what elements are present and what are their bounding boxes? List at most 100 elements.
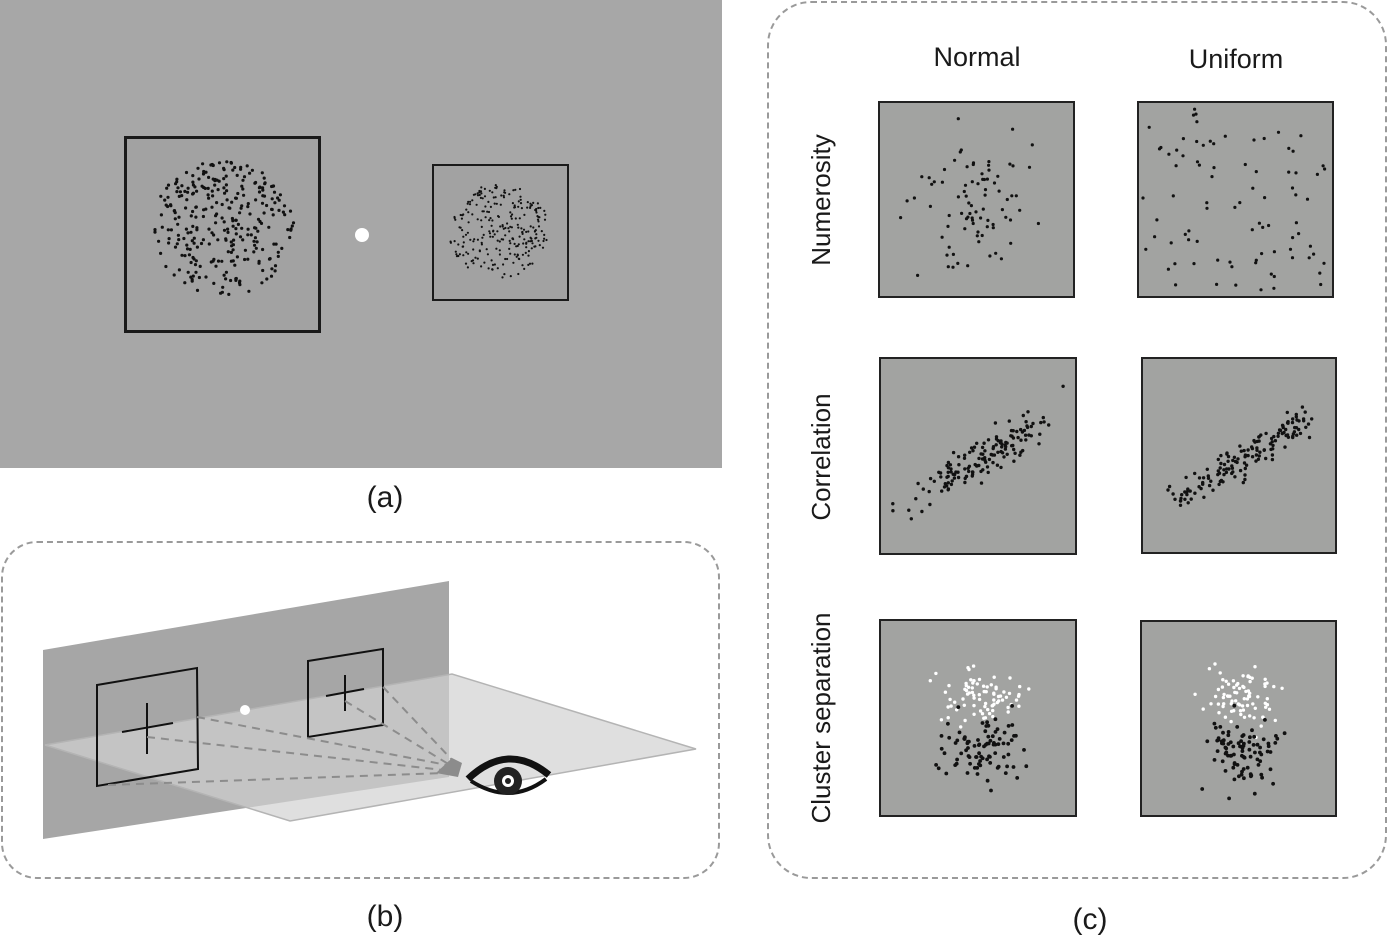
scatter-dot bbox=[946, 716, 950, 720]
scatter-dot bbox=[283, 213, 287, 217]
scatter-dot bbox=[963, 718, 967, 723]
scatter-dot bbox=[1193, 107, 1197, 111]
scatter-dot bbox=[1236, 741, 1241, 746]
scatter-dot bbox=[289, 228, 293, 232]
scatter-dot bbox=[271, 213, 275, 217]
scatter-dot bbox=[986, 734, 991, 739]
scatter-dot bbox=[1242, 776, 1246, 781]
scatter-dot bbox=[1216, 457, 1220, 462]
scatter-dot bbox=[980, 721, 985, 725]
scatter-dot bbox=[1213, 662, 1217, 666]
cluster-normal-dots bbox=[928, 664, 1031, 793]
scatter-dot bbox=[496, 230, 499, 233]
scatter-dot bbox=[453, 216, 456, 220]
crosshair-icon bbox=[325, 675, 365, 711]
scatter-dot bbox=[480, 241, 483, 244]
scatter-dot bbox=[197, 177, 201, 181]
scatter-dot bbox=[942, 167, 947, 172]
scatter-dot bbox=[1310, 417, 1314, 421]
caption-c: (c) bbox=[1072, 903, 1108, 936]
scatter-dot bbox=[1272, 250, 1276, 254]
scatter-dot bbox=[491, 191, 494, 194]
scatter-dot bbox=[978, 709, 983, 713]
scatter-dot bbox=[526, 206, 529, 209]
scatter-dot bbox=[499, 225, 502, 228]
scatter-dot bbox=[259, 221, 264, 225]
scatter-dot bbox=[253, 236, 257, 240]
scatter-dot bbox=[1312, 252, 1316, 256]
scatter-dot bbox=[975, 772, 980, 776]
scatter-dot bbox=[253, 226, 257, 230]
scatter-dot bbox=[182, 236, 186, 241]
scatter-dot bbox=[222, 220, 226, 224]
scatter-dot bbox=[480, 219, 483, 222]
scatter-dot bbox=[493, 263, 496, 266]
column-header-uniform: Uniform bbox=[1188, 44, 1284, 74]
scatter-dot bbox=[481, 197, 484, 200]
scatter-dot bbox=[977, 693, 981, 697]
scatter-dot bbox=[998, 441, 1003, 445]
scatter-dot bbox=[1246, 453, 1250, 458]
scatter-dot bbox=[467, 252, 470, 255]
scatter-dot bbox=[1276, 130, 1281, 134]
scatter-dot bbox=[1250, 228, 1254, 232]
scatter-dot bbox=[1223, 769, 1228, 773]
scatter-dot bbox=[1234, 699, 1238, 703]
scatter-dot bbox=[1025, 424, 1029, 428]
scatter-dot bbox=[1259, 772, 1264, 777]
scatter-dot bbox=[494, 196, 497, 199]
scatter-dot bbox=[963, 183, 968, 187]
scatter-dot bbox=[1171, 492, 1175, 496]
scatter-dot bbox=[224, 183, 228, 187]
scatter-dot bbox=[527, 263, 530, 266]
scatter-dot bbox=[224, 270, 228, 274]
scatter-dot bbox=[532, 201, 535, 204]
scatter-dot bbox=[946, 705, 950, 709]
scatter-dot bbox=[453, 240, 456, 243]
scatter-dot bbox=[246, 233, 250, 237]
scatter-dot bbox=[471, 213, 474, 216]
scatter-dot bbox=[988, 755, 992, 759]
scatter-dot bbox=[175, 190, 179, 194]
scatter-dot bbox=[535, 233, 538, 236]
scatter-dot bbox=[1234, 283, 1238, 287]
scatter-dot bbox=[1240, 769, 1244, 774]
scatter-dot bbox=[478, 193, 481, 197]
scatter-dot bbox=[484, 216, 487, 219]
scatter-dot bbox=[972, 679, 976, 683]
scatter-dot bbox=[513, 204, 516, 207]
scatter-dot bbox=[1283, 445, 1287, 449]
scatter-dot bbox=[166, 195, 170, 199]
scatter-dot bbox=[954, 470, 958, 474]
scatter-dot bbox=[1223, 745, 1228, 750]
scatter-dot bbox=[1004, 695, 1009, 699]
scatter-dot bbox=[1247, 747, 1252, 752]
scatter-dot bbox=[1218, 671, 1222, 675]
scatter-dot bbox=[1221, 704, 1225, 709]
scatter-dot bbox=[1262, 136, 1266, 141]
scatter-dot bbox=[486, 253, 489, 256]
scatter-dot bbox=[159, 251, 163, 255]
scatter-dot bbox=[1175, 148, 1179, 152]
scatter-dot bbox=[959, 725, 963, 729]
scatter-dot bbox=[539, 206, 542, 209]
scatter-dot bbox=[523, 267, 526, 270]
scatter-dot bbox=[462, 235, 465, 238]
scatter-dot bbox=[487, 200, 490, 203]
scatter-dot bbox=[1222, 472, 1226, 477]
scatter-dot bbox=[177, 268, 181, 272]
scatter-dot bbox=[987, 457, 992, 462]
scatter-dot bbox=[1263, 677, 1267, 681]
scatter-dot bbox=[522, 228, 526, 231]
scatter-dot bbox=[1023, 433, 1028, 437]
scatter-dot bbox=[955, 757, 959, 762]
scatter-dot bbox=[983, 188, 988, 192]
scatter-dot bbox=[254, 198, 258, 202]
scatter-dot bbox=[1006, 752, 1011, 757]
scatter-dot bbox=[1239, 739, 1243, 743]
scatter-dot bbox=[1255, 448, 1259, 452]
scatter-dot bbox=[255, 240, 259, 244]
scatter-dot bbox=[975, 464, 979, 468]
scatter-dot bbox=[1298, 431, 1303, 436]
scatter-dot bbox=[962, 456, 967, 460]
